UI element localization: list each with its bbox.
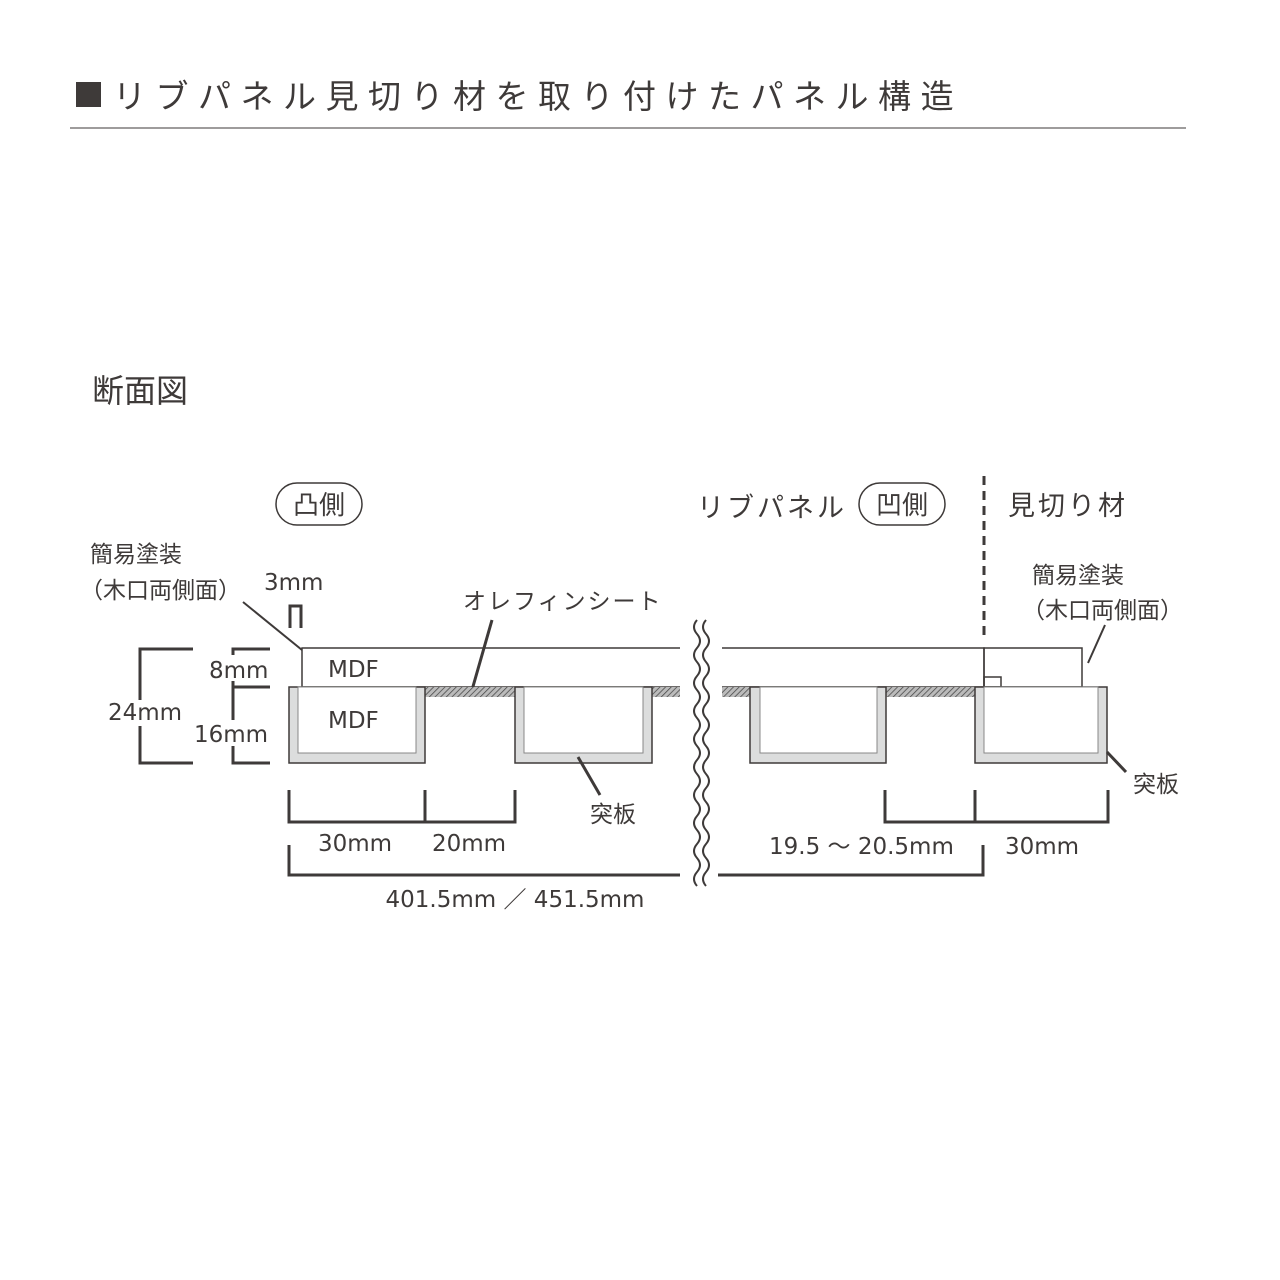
olefin-sheet (722, 687, 750, 697)
mdf-bottom-label: MDF (328, 708, 379, 734)
title-square-icon (76, 82, 101, 107)
gap-width-label-left: 20mm (432, 831, 506, 857)
break-line-icon (693, 619, 710, 887)
olefin-sheet (425, 687, 515, 697)
trim-top-piece (983, 647, 1083, 688)
olefin-sheet (886, 687, 975, 697)
layer-height-bracket (231, 647, 270, 765)
trim-notch (983, 676, 1002, 688)
veneer-leader-left (576, 756, 602, 796)
edge-dimension-mark (288, 604, 303, 628)
coating-leader-right (1087, 624, 1106, 664)
total-height-label: 24mm (108, 700, 182, 726)
concave-side-pill (858, 482, 946, 526)
rib-left-1 (288, 686, 426, 764)
concave-side-label: 凹側 (876, 491, 928, 521)
coating-label-right: 簡易塗装 (1032, 563, 1124, 589)
rib-width-bracket-left (287, 790, 517, 824)
rib-width-bracket-right (883, 790, 1110, 824)
olefin-leader (470, 619, 494, 691)
edge-dimension-label: 3mm (264, 570, 323, 596)
veneer-label-left: 突板 (590, 802, 636, 828)
overall-width-label: 401.5mm ／ 451.5mm (386, 887, 645, 913)
gap-width-label-right: 19.5 ～ 20.5mm (769, 834, 954, 860)
trim-label: 見切り材 (1008, 491, 1128, 522)
convex-side-label: 凸側 (293, 491, 345, 521)
overall-width-bracket-right (718, 845, 985, 877)
coating-leader-left (242, 601, 303, 651)
overall-width-bracket-left (287, 845, 680, 877)
olefin-sheet-label: オレフィンシート (463, 589, 663, 615)
rib-left-2 (514, 686, 653, 764)
convex-side-pill (275, 482, 363, 526)
page-title: リブパネル見切り材を取り付けたパネル構造 (113, 77, 963, 116)
rib-width-label-left: 30mm (318, 831, 392, 857)
coating-sub-label-left: （木口両側面） (80, 578, 241, 604)
veneer-leader-right (1105, 750, 1128, 774)
trim-rib (974, 686, 1108, 764)
rib-panel-label: リブパネル (697, 493, 847, 524)
veneer-label-right: 突板 (1133, 772, 1179, 798)
bottom-layer-height-label: 16mm (194, 722, 268, 748)
section-title: 断面図 (92, 372, 188, 410)
mdf-top-label: MDF (328, 657, 379, 683)
top-layer-height-label: 8mm (209, 658, 268, 684)
coating-label-left: 簡易塗装 (90, 542, 182, 568)
coating-sub-label-right: （木口両側面） (1022, 598, 1183, 624)
top-mdf-board-right (722, 647, 985, 688)
rib-width-label-right: 30mm (1005, 834, 1079, 860)
rib-right-1 (749, 686, 887, 764)
olefin-sheet (652, 687, 680, 697)
